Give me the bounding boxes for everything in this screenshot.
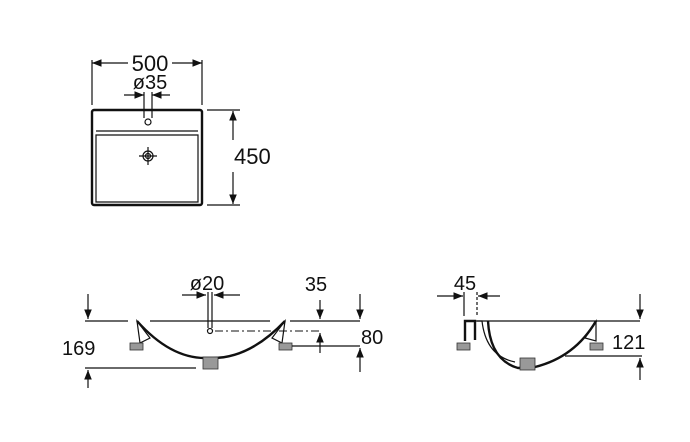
basin-side-profile — [486, 320, 598, 370]
side-height-dimension: 121 — [612, 332, 645, 354]
basin-bowl — [95, 134, 199, 203]
overflow-dimension: ø20 — [190, 273, 224, 295]
tap-offset-dimension: 45 — [454, 273, 476, 295]
width-dimension: 500 — [132, 51, 169, 76]
front-view: 169 ø20 35 80 — [62, 273, 383, 388]
drain-icon — [139, 147, 157, 165]
tap-hole — [144, 118, 152, 126]
overflow-offset-dimension: 35 — [305, 274, 327, 296]
total-height-dimension: 169 — [62, 338, 95, 360]
basin-profile — [136, 320, 286, 360]
depth-dimension: 450 — [234, 144, 271, 169]
tap-hole-dimension: ø35 — [133, 72, 167, 94]
side-view: 45 121 — [437, 273, 645, 380]
basin-outline — [90, 108, 204, 207]
overflow-hole — [206, 327, 214, 335]
height-dimension: 80 — [361, 327, 383, 349]
top-view: 500 ø35 450 — [90, 51, 271, 207]
drain-outlet — [202, 356, 219, 370]
